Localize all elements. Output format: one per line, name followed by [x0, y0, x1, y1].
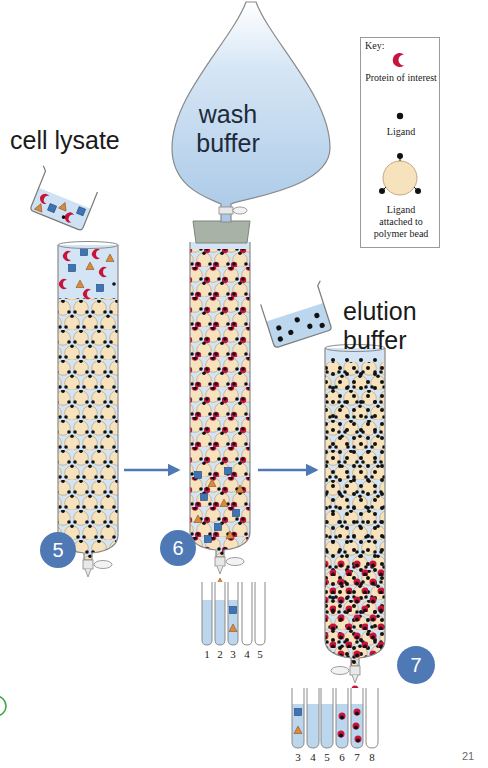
stopcock-handle — [233, 207, 247, 214]
tube-number: 4 — [306, 751, 320, 764]
input-label: cell lysate — [10, 126, 160, 155]
column — [190, 242, 250, 574]
callout-number: 7 — [397, 646, 435, 684]
tube-number: 7 — [350, 751, 364, 764]
page-number: 21 — [462, 750, 486, 763]
collection-tubes — [202, 582, 265, 645]
step-callout: 6 — [160, 530, 196, 566]
legend-symbol — [376, 152, 424, 200]
tube-number: 5 — [320, 751, 334, 764]
tube-number: 3 — [226, 648, 240, 661]
funnel-label: wash buffer — [176, 100, 280, 158]
step-callout: 7 — [397, 646, 435, 684]
callout-number: 5 — [40, 532, 76, 568]
tube-number: 2 — [213, 648, 227, 661]
input-label: elution buffer — [343, 297, 443, 355]
stopcock — [219, 207, 233, 214]
separatory-funnel: wash buffer — [170, 0, 332, 222]
lysate-beaker — [26, 166, 99, 231]
key-box: Key: Protein of interestLigandLigand atta… — [360, 37, 440, 248]
funnel-body — [172, 2, 330, 222]
collection-tubes — [292, 688, 378, 748]
column — [58, 242, 118, 578]
step-arrow — [258, 469, 316, 472]
step-arrow — [124, 469, 178, 472]
callout-number: 6 — [160, 530, 196, 566]
column — [325, 345, 385, 684]
tube-number: 8 — [365, 751, 379, 764]
legend-text: Ligand attached to polymer bead — [369, 204, 433, 240]
tube-number: 1 — [200, 648, 214, 661]
legend-symbol — [394, 110, 406, 122]
legend-text: Protein of interest — [365, 72, 437, 84]
key-heading: Key: — [365, 40, 425, 52]
elution-beaker — [259, 281, 335, 348]
tube-number: 5 — [253, 648, 267, 661]
tube-number: 3 — [291, 751, 305, 764]
tube-number: 4 — [240, 648, 254, 661]
stopper — [193, 221, 250, 243]
tube-number: 6 — [335, 751, 349, 764]
corner-mark — [0, 696, 6, 716]
legend-symbol — [389, 52, 411, 68]
step-callout: 5 — [40, 532, 76, 568]
legend-text: Ligand — [365, 126, 437, 138]
